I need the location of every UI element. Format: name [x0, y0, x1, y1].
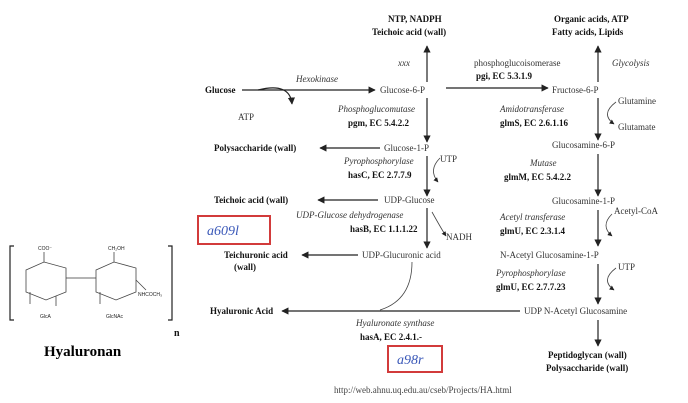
- pgi-gene-label: pgi, EC 5.3.1.9: [476, 71, 533, 81]
- glucose6p-label: Glucose-6-P: [380, 85, 425, 95]
- pyro2-gene-label: glmU, EC 2.7.7.23: [496, 282, 566, 292]
- amido-enzyme-label: Amidotransferase: [499, 104, 564, 114]
- ring1-bottom-label: GlcA: [40, 314, 52, 320]
- utp-left-label: UTP: [440, 154, 457, 164]
- acetyl-enzyme-label: Acetyl transferase: [499, 212, 565, 222]
- highlight-label-1: a609l: [207, 224, 239, 239]
- glucosamine1p-label: Glucosamine-1-P: [552, 196, 615, 206]
- amido-gene-label: glmS, EC 2.6.1.16: [500, 118, 569, 128]
- teichoic-label: Teichoic acid (wall): [214, 195, 288, 205]
- teichoic-top-label: Teichoic acid (wall): [372, 27, 446, 37]
- nacetyl1p-label: N-Acetyl Glucosamine-1-P: [500, 250, 599, 260]
- hyaluronic-label: Hyaluronic Acid: [210, 306, 273, 316]
- glca-ring: COO⁻ GlcA: [25, 246, 82, 320]
- ring1-top-label: COO⁻: [38, 246, 52, 252]
- dehydro-gene-label: hasB, EC 1.1.1.22: [350, 224, 418, 234]
- glcnac-ring: CH₂OH GlcNAc NHCOCH₃: [82, 246, 162, 320]
- mutase-gene-label: glmM, EC 5.4.2.2: [504, 172, 571, 182]
- ring2-bottom-label: GlcNAc: [106, 314, 123, 320]
- glucose1p-label: Glucose-1-P: [384, 143, 429, 153]
- fatty-acids-label: Fatty acids, Lipids: [552, 27, 624, 37]
- polysaccharide-right-label: Polysaccharide (wall): [546, 363, 628, 373]
- udp-nacetyl-label: UDP N-Acetyl Glucosamine: [524, 306, 627, 316]
- teichuronic-label-1: Teichuronic acid: [224, 250, 288, 260]
- glucuronic-join-line: [379, 261, 413, 311]
- ring2-right-label: NHCOCH₃: [138, 292, 162, 298]
- pgm-gene-label: pgm, EC 5.4.2.2: [348, 118, 410, 128]
- hyaluronan-title: Hyaluronan: [44, 344, 122, 360]
- teichuronic-label-2: (wall): [234, 262, 256, 272]
- acetylcoa-label: Acetyl-CoA: [614, 206, 658, 216]
- udp-glucuronic-label: UDP-Glucuronic acid: [362, 250, 441, 260]
- synthase-gene-label: hasA, EC 2.4.1.-: [360, 332, 422, 342]
- glutamine-label: Glutamine: [618, 96, 656, 106]
- left-pathway: NTP, NADPH Teichoic acid (wall) xxx Gluc…: [197, 14, 520, 373]
- hexokinase-label: Hexokinase: [295, 74, 338, 84]
- fructose6p-label: Fructose-6-P: [552, 85, 599, 95]
- pgm-enzyme-label: Phosphoglucomutase: [337, 104, 415, 114]
- nadh-label: NADH: [446, 232, 472, 242]
- polysaccharide-label: Polysaccharide (wall): [214, 143, 296, 153]
- highlight-box-1: [197, 215, 271, 245]
- glutamate-label: Glutamate: [618, 122, 656, 132]
- pgi-enzyme-label: phosphoglucoisomerase: [474, 58, 560, 68]
- atp-label: ATP: [238, 112, 254, 122]
- source-url: http://web.ahnu.uq.edu.au/cseb/Projects/…: [334, 385, 512, 395]
- repeat-subscript: n: [174, 328, 180, 339]
- highlight-label-2: a98r: [397, 353, 424, 368]
- organic-acids-label: Organic acids, ATP: [554, 14, 629, 24]
- ring2-top-label: CH₂OH: [108, 246, 125, 252]
- glucosamine6p-label: Glucosamine-6-P: [552, 140, 615, 150]
- glycolysis-label: Glycolysis: [612, 58, 650, 68]
- mutase-enzyme-label: Mutase: [529, 158, 557, 168]
- pyro1-gene-label: hasC, EC 2.7.7.9: [348, 170, 412, 180]
- acetyl-gene-label: glmU, EC 2.3.1.4: [500, 226, 565, 236]
- highlight-box-2: [387, 345, 443, 373]
- pyro1-enzyme-label: Pyrophosphorylase: [343, 156, 414, 166]
- pyro2-enzyme-label: Pyrophosphorylase: [495, 268, 566, 278]
- right-bracket: [168, 245, 173, 321]
- udp-glucose-label: UDP-Glucose: [384, 195, 435, 205]
- ntp-label: NTP, NADPH: [388, 14, 442, 24]
- left-bracket: [9, 245, 14, 321]
- glucose-label: Glucose: [205, 85, 236, 95]
- right-pathway: Organic acids, ATP Fatty acids, Lipids G…: [446, 14, 658, 373]
- hyaluronan-structure: COO⁻ GlcA CH₂OH GlcNAc NHCOCH₃ n Hyaluro…: [9, 245, 180, 360]
- xxx-label: xxx: [397, 58, 410, 68]
- utp-right-label: UTP: [618, 262, 635, 272]
- peptidoglycan-label: Peptidoglycan (wall): [548, 350, 627, 360]
- synthase-enzyme-label: Hyaluronate synthase: [355, 318, 434, 328]
- dehydro-enzyme-label: UDP-Glucose dehydrogenase: [296, 210, 403, 220]
